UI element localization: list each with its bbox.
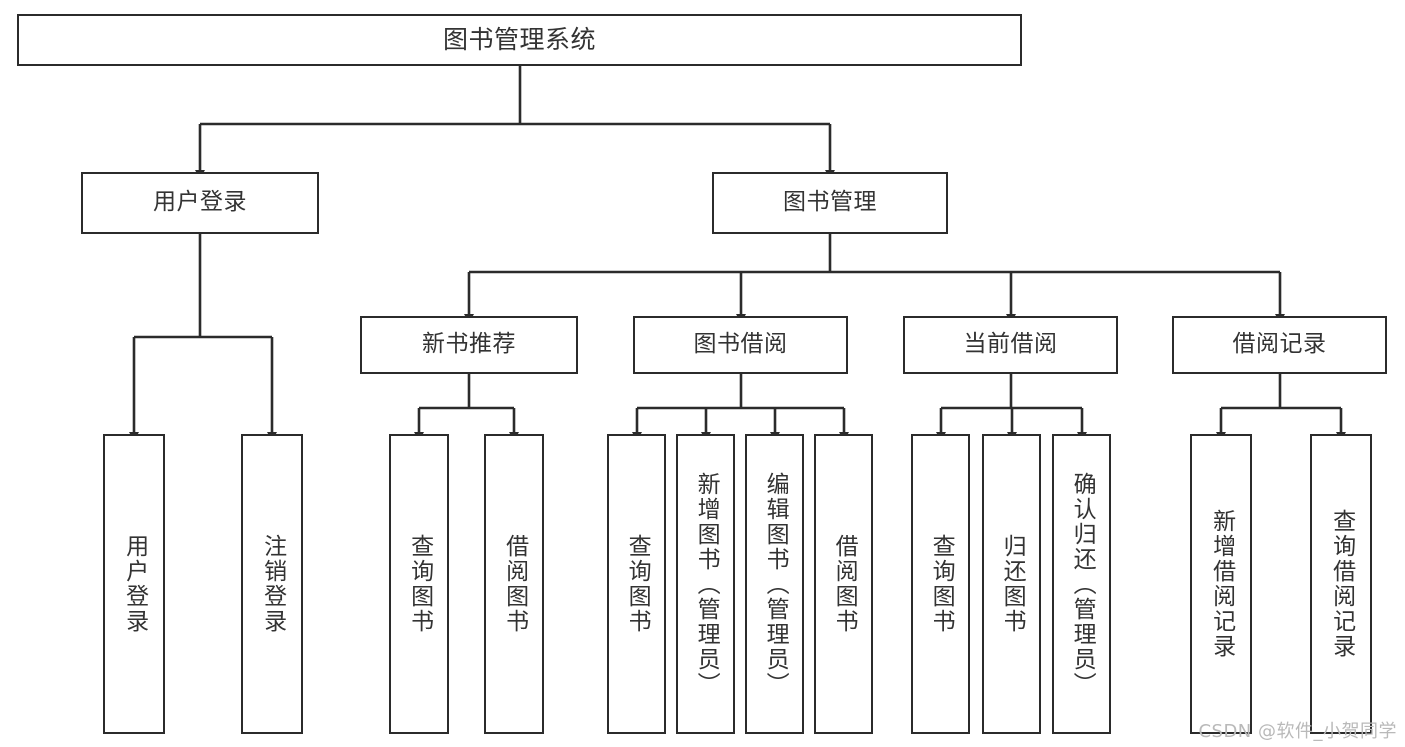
edge-group — [129, 66, 1346, 441]
node-bookmgmt[interactable]: 图书管理 — [712, 172, 948, 234]
node-label: 用户登录 — [153, 189, 247, 216]
node-c-confirm[interactable]: 确认归还（管理员） — [1052, 434, 1111, 734]
node-label: 用户登录 — [121, 534, 148, 634]
node-label: 注销登录 — [259, 534, 286, 634]
node-current[interactable]: 当前借阅 — [903, 316, 1118, 374]
node-label: 图书借阅 — [693, 331, 788, 358]
node-label: 查询图书 — [406, 534, 433, 634]
node-label: 借阅图书 — [831, 534, 858, 634]
node-r-query[interactable]: 查询借阅记录 — [1310, 434, 1372, 734]
node-c-return[interactable]: 归还图书 — [982, 434, 1041, 734]
node-label: 新增借阅记录 — [1208, 509, 1235, 659]
node-records[interactable]: 借阅记录 — [1172, 316, 1387, 374]
node-b-lend[interactable]: 借阅图书 — [814, 434, 873, 734]
watermark: CSDN @软件_小贺同学 — [1198, 721, 1397, 742]
node-newbook[interactable]: 新书推荐 — [360, 316, 578, 374]
node-label: 图书管理 — [783, 189, 877, 216]
node-label: 当前借阅 — [963, 331, 1058, 358]
node-label: 确认归还（管理员） — [1069, 471, 1096, 697]
node-r-add[interactable]: 新增借阅记录 — [1190, 434, 1252, 734]
node-label: 新书推荐 — [422, 331, 516, 358]
node-login[interactable]: 用户登录 — [81, 172, 319, 234]
node-label: 查询借阅记录 — [1328, 509, 1355, 659]
node-l-login[interactable]: 用户登录 — [103, 434, 165, 734]
node-borrow[interactable]: 图书借阅 — [633, 316, 848, 374]
node-label: 查询图书 — [928, 534, 955, 634]
node-label: 归还图书 — [999, 534, 1026, 634]
node-b-add[interactable]: 新增图书（管理员） — [676, 434, 735, 734]
node-root[interactable]: 图书管理系统 — [17, 14, 1022, 66]
node-l-logout[interactable]: 注销登录 — [241, 434, 303, 734]
node-label: 新增图书（管理员） — [693, 471, 720, 697]
node-c-query[interactable]: 查询图书 — [911, 434, 970, 734]
node-b-edit[interactable]: 编辑图书（管理员） — [745, 434, 804, 734]
node-label: 查询图书 — [624, 534, 651, 634]
node-label: 借阅记录 — [1232, 331, 1327, 358]
node-label: 图书管理系统 — [442, 25, 596, 55]
node-b-query[interactable]: 查询图书 — [607, 434, 666, 734]
node-n-query[interactable]: 查询图书 — [389, 434, 449, 734]
node-label: 编辑图书（管理员） — [762, 471, 789, 697]
node-label: 借阅图书 — [501, 534, 528, 634]
node-n-borrow[interactable]: 借阅图书 — [484, 434, 544, 734]
